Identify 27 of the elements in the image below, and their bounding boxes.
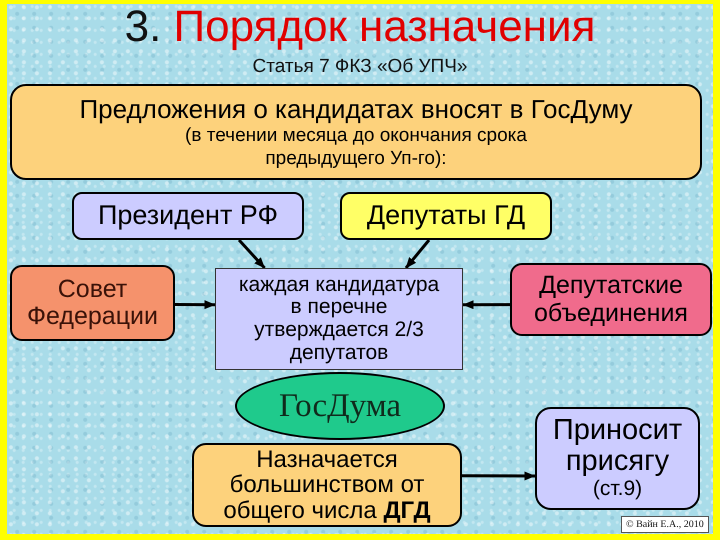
arrow	[404, 239, 430, 269]
proposer-name: Депутаты ГД	[366, 201, 526, 231]
proposer-box	[340, 192, 552, 240]
proposer-name: Совет Федерации	[26, 276, 159, 330]
oath-text: Приносит присягу	[552, 415, 684, 476]
copyright-note: © Вайн Е.А., 2010	[621, 516, 709, 533]
arrow	[238, 238, 266, 270]
proposal-panel	[10, 84, 702, 180]
oath-panel	[535, 407, 700, 510]
slide-title: 3. Порядок назначения	[124, 2, 596, 52]
chamber-name: ГосДума	[278, 388, 402, 424]
proposal-heading: Предложения о кандидатах вносят в ГосДуму	[79, 94, 633, 125]
proposer-box	[510, 263, 712, 336]
rule-panel	[215, 268, 463, 370]
proposer-name: Депутатские объединения	[533, 272, 689, 327]
article-reference: (ст.9)	[592, 476, 642, 502]
subtitle: Статья 7 ФКЗ «Об УПЧ»	[252, 55, 468, 79]
arrow	[175, 300, 216, 310]
arrow	[462, 471, 536, 480]
proposer-box	[72, 192, 304, 240]
arrow	[462, 300, 510, 310]
approval-rule: каждая кандидатура в перечне утверждается 2/3 депутатов	[238, 274, 440, 364]
deadline-note: (в течении месяца до окончания срока предыдущего Уп-го):	[184, 124, 528, 170]
rule-panel	[192, 443, 462, 527]
proposer-box	[10, 265, 175, 341]
appointment-rule: Назначается большинством от общего числа ДГД	[222, 446, 432, 524]
proposer-name: Президент РФ	[98, 201, 278, 231]
